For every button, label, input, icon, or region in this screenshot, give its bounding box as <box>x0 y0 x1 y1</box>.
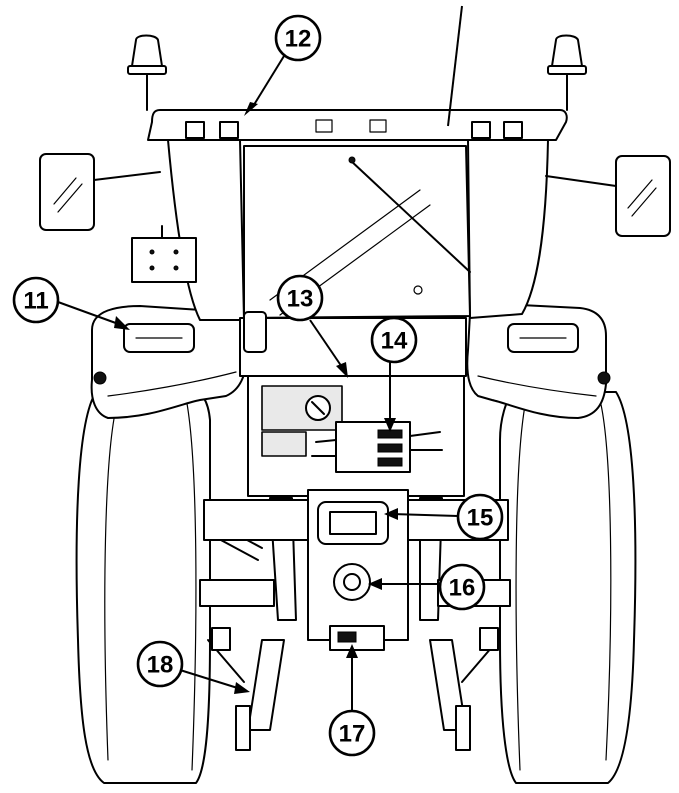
left-fender-lamp <box>93 371 107 385</box>
callout-13-label: 13 <box>287 286 314 313</box>
callout-16-label: 16 <box>449 575 476 602</box>
callout-12: 12 <box>274 14 322 62</box>
arrow-15 <box>384 508 398 520</box>
right-beacon <box>547 34 587 111</box>
callout-14: 14 <box>370 316 418 364</box>
arrow-14 <box>384 418 396 432</box>
callout-16: 16 <box>438 563 486 611</box>
callout-12-label: 12 <box>285 26 312 53</box>
left-rear-light <box>123 323 195 353</box>
right-fender-lamp <box>597 371 611 385</box>
arrow-17 <box>346 644 358 658</box>
arrow-16 <box>368 578 382 590</box>
callout-17-label: 17 <box>339 721 366 748</box>
arrow-11 <box>114 316 130 330</box>
callout-11: 11 <box>12 276 60 324</box>
arrow-12 <box>244 102 258 116</box>
leader-18 <box>179 669 245 691</box>
right-rear-light <box>507 323 579 353</box>
arrow-18 <box>234 682 250 694</box>
left-mirror <box>39 153 161 231</box>
leader-top <box>447 5 463 127</box>
left-rear-tyre <box>75 387 211 784</box>
callout-15: 15 <box>456 493 504 541</box>
rear-body <box>239 311 467 497</box>
callout-11-label: 11 <box>23 288 48 315</box>
leader-11 <box>57 301 125 327</box>
right-mirror <box>545 155 671 237</box>
leader-13 <box>309 319 345 371</box>
right-rear-tyre <box>499 391 637 784</box>
left-beacon <box>127 34 167 111</box>
callout-17: 17 <box>328 709 376 757</box>
callout-18-label: 18 <box>147 652 174 679</box>
cab-frame <box>131 109 568 321</box>
callout-14-label: 14 <box>381 328 408 355</box>
right-fender <box>466 302 607 419</box>
leader-15 <box>391 513 459 517</box>
callout-13: 13 <box>276 274 324 322</box>
callout-15-label: 15 <box>467 505 494 532</box>
callout-18: 18 <box>136 640 184 688</box>
arrow-13 <box>336 362 348 378</box>
leader-12 <box>251 55 285 109</box>
